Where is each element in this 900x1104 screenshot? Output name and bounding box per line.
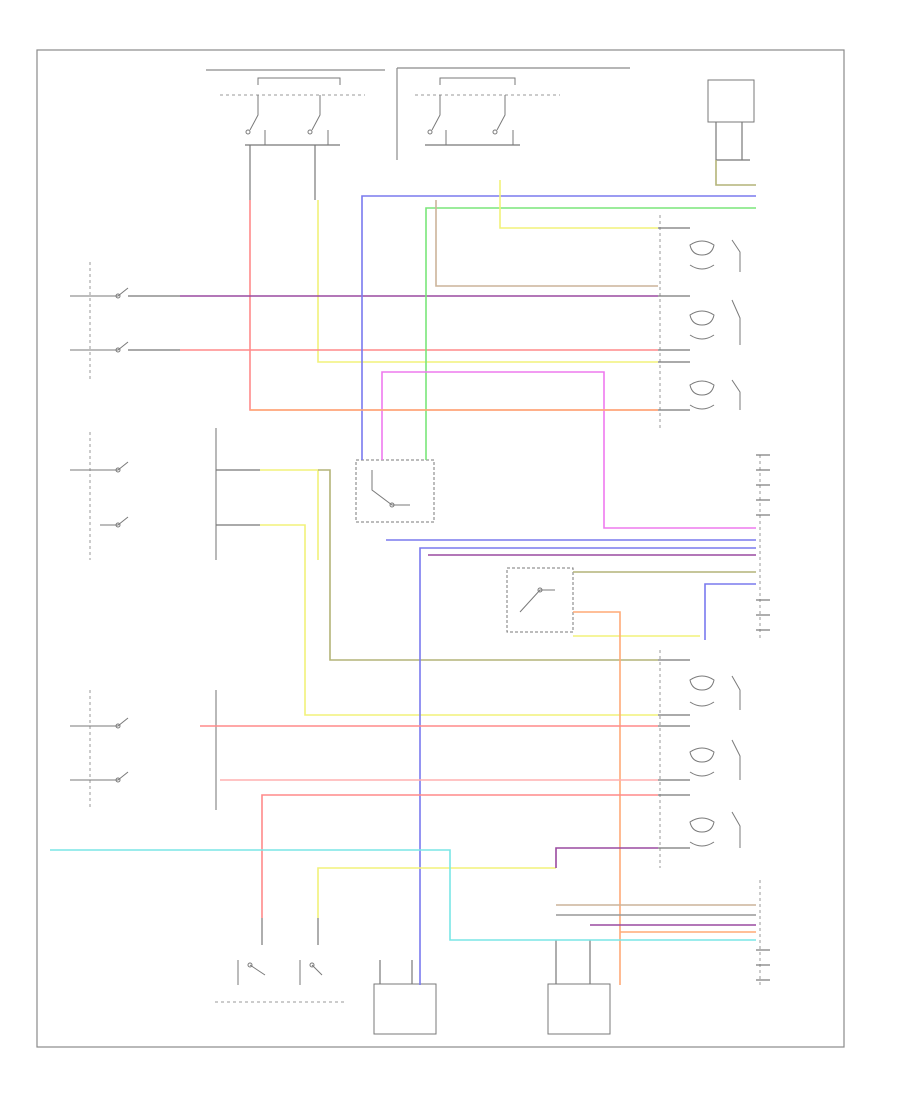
wire-orange-lower [573, 611, 621, 985]
indicator-4 [689, 675, 741, 710]
wire-yellow-top [317, 200, 658, 363]
wire-olive-top [715, 160, 756, 186]
indicator-3 [689, 379, 741, 410]
wire-blue-long [419, 547, 756, 985]
left-door-switch-cluster [70, 262, 180, 380]
wire-tan [435, 200, 658, 287]
wire-olive-middle [318, 469, 658, 661]
diagram-border [36, 49, 845, 1048]
indicator-1 [689, 239, 741, 272]
wire-green [425, 207, 756, 460]
right-indicators-lower [659, 650, 741, 868]
wire-magenta [381, 371, 756, 529]
wire-red-left-top [249, 200, 658, 411]
wire-blue-right [704, 583, 756, 640]
middle-left-switch [70, 428, 260, 560]
wire-red-lower-2 [261, 794, 658, 918]
indicator-5 [689, 739, 741, 780]
wire-yellow-lower [317, 867, 556, 918]
bottom-sensor-left [373, 960, 437, 1035]
wire-purple-lower-right [555, 847, 658, 868]
left-door-lock-switch-2 [396, 67, 630, 160]
wire-yellow-right [499, 180, 658, 229]
bottom-sensor-right [547, 940, 611, 1035]
indicator-2 [689, 299, 741, 345]
seat-belt-switch-box [707, 79, 755, 161]
wire-yellow-middle [260, 469, 319, 560]
bottom-door-lock-switch [215, 918, 345, 1003]
gray-connections [658, 227, 690, 849]
wire-blue-top [361, 195, 756, 460]
indicator-6 [689, 811, 741, 848]
lower-left-switch [70, 690, 217, 810]
connector-ticks [756, 454, 770, 981]
wires [50, 160, 756, 985]
left-door-lock-switch-top [206, 69, 385, 200]
wire-yellow-middle-2 [260, 524, 658, 716]
wire-cyan [50, 849, 756, 941]
right-indicators-upper [659, 215, 741, 430]
center-passenger-switch [506, 567, 574, 633]
center-relay-module [355, 459, 435, 523]
